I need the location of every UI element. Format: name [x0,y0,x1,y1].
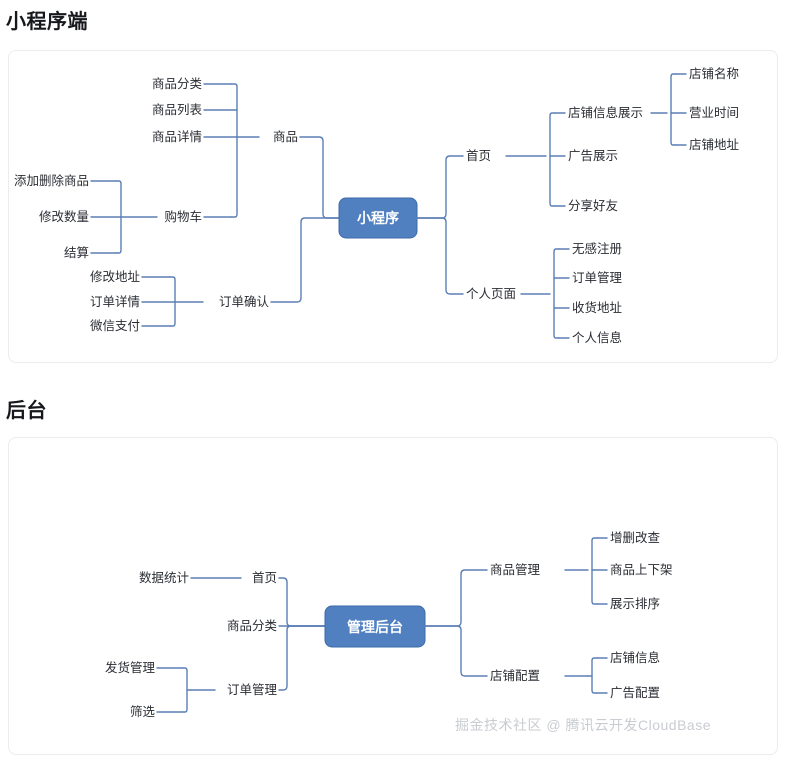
node-label-yingyeshijian: 营业时间 [689,106,739,120]
node-label-zengshangaicha-admin: 增删改查 [610,530,661,545]
connector-geren-spine [553,248,560,339]
node-label-dingdanguanli: 订单管理 [572,270,623,285]
connector-dingdanguanli-spine-admin [181,667,188,713]
connector-root-to-shangpinguanli-admin [424,569,488,627]
connector-shangpinguanli-spine-admin [591,537,598,605]
mindmap-admin: 首页 数据统计 商品分类 订单管理 发货管理 筛选 管理后台 商品管理 增删改查… [105,530,673,719]
node-label-wuganzhuce: 无感注册 [572,241,622,256]
node-label-shangpinfenlei-admin: 商品分类 [227,618,278,633]
connector-shangpin-to-root [299,136,340,219]
node-label-dingdanguanli-admin: 订单管理 [227,682,278,697]
connector-dingdan-to-root [270,217,340,303]
node-label-shangpinguanli-admin: 商品管理 [490,562,541,577]
node-label-dingdanqueren: 订单确认 [219,295,270,309]
node-label-shouye: 首页 [466,149,491,163]
mindmap-miniprogram: 商品分类 商品列表 商品详情 购物车 商品 添加删除商品 修改数量 结算 修改地… [14,66,740,345]
node-label-xiugaishuliang: 修改数量 [39,209,89,224]
node-label-guanggaozhanshi: 广告展示 [568,149,618,163]
node-label-dianpupeizhi-admin: 店铺配置 [490,669,540,683]
node-label-shouhuodizhi: 收货地址 [572,300,623,315]
connector-dianpuxinxi-spine [670,73,677,146]
mindmap-card-admin: 首页 数据统计 商品分类 订单管理 发货管理 筛选 管理后台 商品管理 增删改查… [8,437,778,755]
node-label-shouye-admin: 首页 [252,571,277,585]
root-node-label-admin: 管理后台 [347,619,403,635]
node-label-guanggaopeizhi-admin: 广告配置 [610,686,660,700]
node-label-shangpinfenlei: 商品分类 [152,76,203,91]
node-label-shaixuan-admin: 筛选 [130,704,156,719]
mindmap-card-miniprogram: 商品分类 商品列表 商品详情 购物车 商品 添加删除商品 修改数量 结算 修改地… [8,50,778,363]
node-label-weixinzhifu: 微信支付 [90,319,140,333]
node-label-shangpinliebiao: 商品列表 [152,102,203,117]
node-label-shangpinxiangqing: 商品详情 [152,129,202,144]
node-label-dianpudizhi: 店铺地址 [689,138,740,152]
connector-dianpupeizhi-spine-admin [591,657,598,694]
node-label-tianjiashanchu: 添加删除商品 [14,173,89,188]
root-node-label-miniprogram: 小程序 [357,210,399,226]
node-label-dianpuxinxi-admin: 店铺信息 [610,650,660,665]
connector-root-to-shouye [416,155,464,219]
connector-root-to-gerenyemian [416,217,464,295]
node-label-xiugaidizhi: 修改地址 [90,269,141,284]
connector-shangpin-spine [230,83,238,218]
connector-root-to-shouye-admin [278,577,326,627]
page-title-admin: 后台 [6,400,47,422]
watermark-text: 掘金技术社区 @ 腾讯云开发CloudBase [455,717,711,733]
node-label-shujutongji-admin: 数据统计 [139,570,189,585]
node-label-fenxianghaoyou: 分享好友 [568,198,618,213]
node-label-shangpin: 商品 [273,129,298,144]
connector-root-to-dingdanguanli-admin [278,625,326,691]
node-label-dingdanxiangqing: 订单详情 [90,294,140,309]
node-label-dianpuxinxizhanshi: 店铺信息展示 [568,105,643,120]
node-label-dianpumingcheng: 店铺名称 [689,66,739,81]
node-label-jiesuan: 结算 [64,245,89,260]
node-label-gerenxinxi: 个人信息 [572,330,622,345]
page-title-miniprogram: 小程序端 [6,11,88,33]
node-label-shangpinshangxiajia-admin: 商品上下架 [610,562,673,577]
node-label-gerenyemian: 个人页面 [466,287,516,301]
node-label-gouwuche: 购物车 [164,209,202,224]
connector-shouye-spine [549,112,556,207]
node-label-fahuoguanli-admin: 发货管理 [105,660,156,675]
connector-root-to-dianpupeizhi-admin [424,625,488,677]
node-label-zhanshipaixu-admin: 展示排序 [610,596,660,611]
